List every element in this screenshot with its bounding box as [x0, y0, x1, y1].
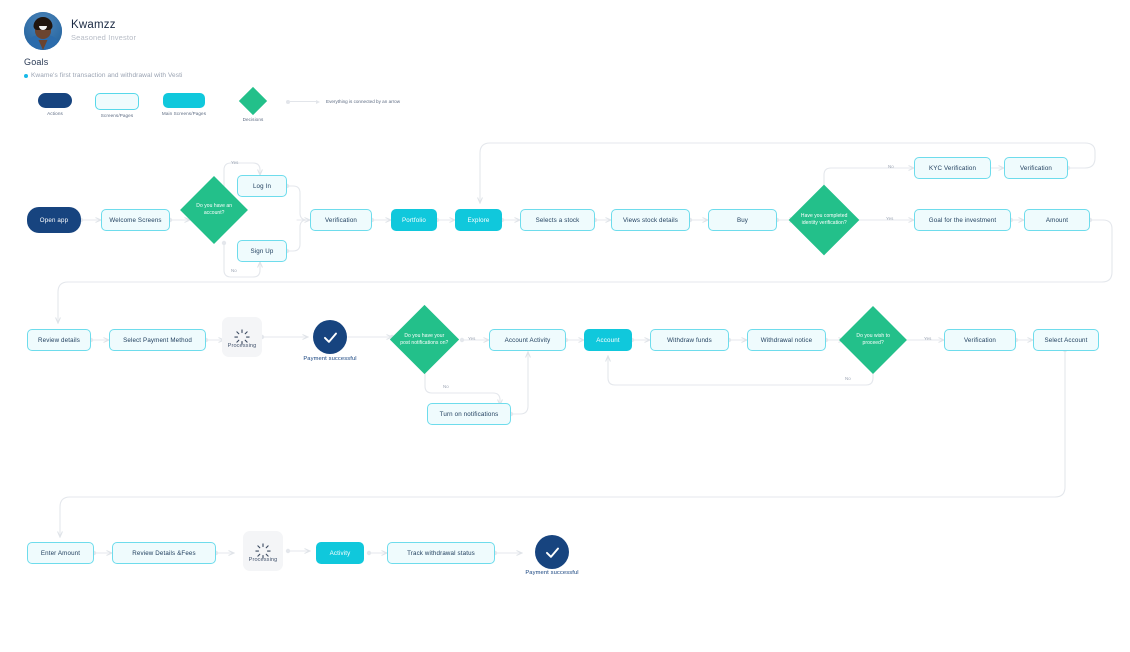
node-payment-successful-2: [535, 535, 569, 569]
node-verification-2[interactable]: Verification: [1004, 157, 1068, 179]
legend-item-arrow: Everything is connected by an arrow: [286, 93, 400, 104]
avatar: [24, 12, 62, 50]
legend-item-main-screens: Main Screens/Pages: [148, 93, 220, 116]
label-payment-successful-1: Payment successful: [303, 356, 357, 362]
node-select-payment-method[interactable]: Select Payment Method: [109, 329, 206, 351]
node-amount[interactable]: Amount: [1024, 209, 1090, 231]
node-processing-2: [243, 531, 283, 571]
node-account-activity[interactable]: Account Activity: [489, 329, 566, 351]
check-icon: [323, 332, 337, 343]
node-withdraw-funds[interactable]: Withdraw funds: [650, 329, 729, 351]
node-track-withdrawal-status[interactable]: Track withdrawal status: [387, 542, 495, 564]
legend-label: Actions: [47, 111, 63, 116]
edge-label-yes-identity: Yes: [886, 216, 894, 221]
node-processing-1: [222, 317, 262, 357]
node-withdrawal-notice[interactable]: Withdrawal notice: [747, 329, 826, 351]
persona-name: Kwamzz: [71, 19, 116, 32]
node-sign-up[interactable]: Sign Up: [237, 240, 287, 262]
legend: Actions Screens/Pages Main Screens/Pages…: [24, 86, 400, 122]
legend-item-screens: Screens/Pages: [86, 93, 148, 118]
check-icon: [545, 547, 559, 558]
node-decision-post-notifications[interactable]: Do you have your post notifications on?: [389, 304, 460, 375]
spinner-icon: [234, 329, 250, 345]
node-turn-on-notifications[interactable]: Turn on notifications: [427, 403, 511, 425]
node-portfolio[interactable]: Portfolio: [391, 209, 437, 231]
node-explore[interactable]: Explore: [455, 209, 502, 231]
arrow-icon: Everything is connected by an arrow: [286, 99, 400, 104]
node-welcome-screens[interactable]: Welcome Screens: [101, 209, 170, 231]
screen-swatch-icon: [95, 93, 139, 110]
edge-label-no-notifications: No: [443, 384, 449, 389]
node-buy[interactable]: Buy: [708, 209, 777, 231]
bullet-icon: [24, 73, 28, 78]
node-activity[interactable]: Activity: [316, 542, 364, 564]
goals-title: Goals: [24, 57, 49, 67]
node-verification-3[interactable]: Verification: [944, 329, 1016, 351]
goal-list-item: Kwame's first transaction and withdrawal…: [24, 72, 183, 79]
node-payment-successful-1: [313, 320, 347, 354]
node-account[interactable]: Account: [584, 329, 632, 351]
label-processing-1: Processing: [227, 343, 257, 349]
legend-label: Screens/Pages: [100, 113, 134, 118]
legend-label: Decisions: [242, 117, 264, 122]
legend-item-actions: Actions: [24, 93, 86, 116]
legend-item-decisions: Decisions: [220, 86, 286, 122]
spinner-icon: [255, 543, 271, 559]
node-kyc-verification[interactable]: KYC Verification: [914, 157, 991, 179]
label-processing-2: Processing: [248, 557, 278, 563]
edge-label-no-proceed: No: [845, 376, 851, 381]
node-review-details-fees[interactable]: Review Details &Fees: [112, 542, 216, 564]
node-decision-identity-verification[interactable]: Have you completed identity verification…: [788, 184, 860, 256]
legend-label: Main Screens/Pages: [161, 111, 207, 116]
node-select-account[interactable]: Select Account: [1033, 329, 1099, 351]
main-screen-swatch-icon: [163, 93, 205, 108]
node-enter-amount[interactable]: Enter Amount: [27, 542, 94, 564]
edge-label-yes-account: Yes: [231, 160, 239, 165]
action-swatch-icon: [38, 93, 72, 108]
persona-role: Seasoned Investor: [71, 33, 137, 43]
node-log-in[interactable]: Log In: [237, 175, 287, 197]
node-review-details[interactable]: Review details: [27, 329, 91, 351]
edge-label-no-identity: No: [888, 164, 894, 169]
node-views-stock-details[interactable]: Views stock details: [611, 209, 690, 231]
persona-header: Kwamzz Seasoned Investor: [24, 12, 136, 50]
legend-arrow-note: Everything is connected by an arrow: [326, 99, 401, 104]
edge-label-no-account: No: [231, 268, 237, 273]
decision-swatch-icon: [238, 86, 268, 116]
node-open-app[interactable]: Open app: [27, 207, 81, 233]
node-decision-wish-to-proceed[interactable]: Do you wish to proceed?: [839, 306, 907, 374]
node-goal-for-investment[interactable]: Goal for the investment: [914, 209, 1011, 231]
edge-label-yes-proceed: Yes: [924, 336, 932, 341]
node-selects-a-stock[interactable]: Selects a stock: [520, 209, 595, 231]
goal-text: Kwame's first transaction and withdrawal…: [31, 72, 183, 79]
edge-label-yes-notifications: Yes: [468, 336, 476, 341]
node-verification-1[interactable]: Verification: [310, 209, 372, 231]
label-payment-successful-2: Payment successful: [525, 570, 579, 576]
